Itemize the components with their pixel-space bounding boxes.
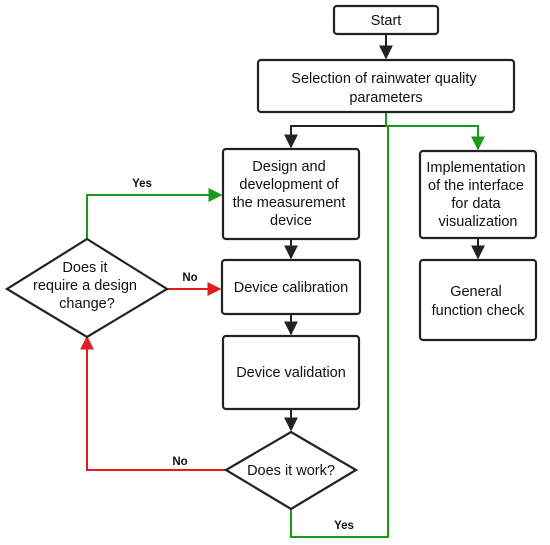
edge-label-no-to-calibration: No (182, 272, 197, 284)
node-general-check: General function check (418, 258, 538, 342)
node-design-text: Design and development of the measuremen… (233, 159, 350, 229)
edge-works-yes (290, 125, 478, 538)
node-calibration: Device calibration (220, 258, 362, 316)
node-interface-text: Implementation of the interface for data… (426, 160, 529, 230)
node-general-check-text: General function check (432, 284, 525, 319)
node-interface: Implementation of the interface for data… (418, 149, 538, 240)
node-design: Design and development of the measuremen… (221, 147, 361, 241)
edge-selection-to-design (284, 112, 387, 149)
node-validation-text: Device validation (236, 365, 346, 381)
edge-selection-to-interface (385, 112, 485, 151)
edge-label-yes-to-interface: Yes (334, 520, 354, 532)
node-start-text: Start (371, 13, 402, 29)
node-validation: Device validation (221, 334, 361, 411)
node-change-decision-text: Does it require a design change? (33, 260, 141, 312)
edge-label-no-to-change: No (172, 456, 187, 468)
node-calibration-text: Device calibration (234, 280, 348, 296)
node-selection-text: Selection of rainwater quality parameter… (291, 71, 480, 106)
node-start: Start (332, 4, 440, 36)
edge-works-no-to-change (80, 335, 228, 471)
edges (80, 34, 485, 538)
node-change-decision: Does it require a design change? (4, 237, 170, 339)
node-works-decision-text: Does it work? (247, 463, 335, 479)
edge-label-yes-to-design: Yes (132, 178, 152, 190)
edge-change-yes-to-design (86, 188, 223, 239)
node-works-decision: Does it work? (223, 430, 359, 511)
node-selection: Selection of rainwater quality parameter… (256, 58, 516, 114)
